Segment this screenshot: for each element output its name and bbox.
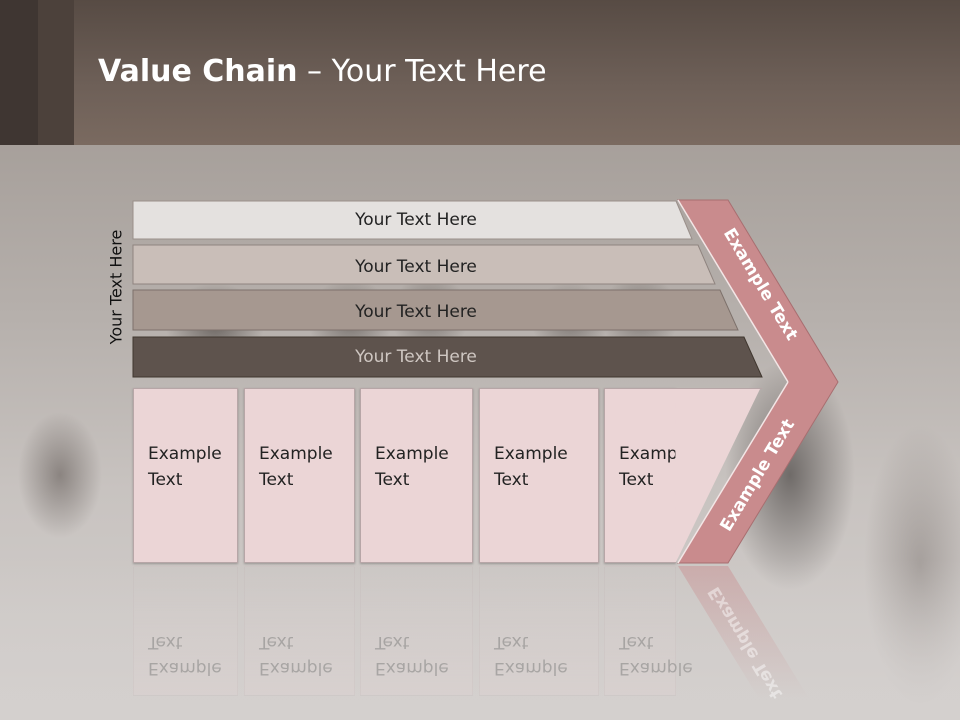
box-reflection-3-label: Example Text [375,632,449,678]
bar-2-label: Your Text Here [354,257,477,277]
bar-4-label: Your Text Here [354,347,477,367]
box-reflection-4: Example Text [479,566,599,696]
header-accent-strip-2 [38,0,74,145]
activity-box-1-label: Example Text [148,444,222,490]
activity-box-5-label: Example Text [619,444,693,490]
box-reflection-1: Example Text [133,566,238,696]
header-band: Value Chain – Your Text Here [0,0,960,145]
slide-title[interactable]: Value Chain – Your Text Here [98,54,547,94]
bar-2[interactable] [132,244,716,285]
activity-box-2[interactable]: Example Text [244,388,355,563]
box-reflection-2: Example Text [244,566,355,696]
box-reflection-2-label: Example Text [259,632,333,678]
bar-1[interactable] [132,200,693,240]
box-reflection-3: Example Text [360,566,473,696]
box-reflection-5-label: Example Text [619,632,693,678]
activity-box-3-label: Example Text [375,444,449,490]
bar-4[interactable] [132,336,763,378]
chevron-reflection [678,566,808,697]
activity-box-5[interactable]: Example Text [604,388,693,563]
chevron-inner-edge [677,199,789,383]
activity-box-1[interactable]: Example Text [133,388,238,563]
activity-box-4-label: Example Text [494,444,568,490]
bar-3-label: Your Text Here [354,302,477,322]
bar-3[interactable] [132,289,739,331]
activity-box-2-label: Example Text [259,444,333,490]
activity-box-3[interactable]: Example Text [360,388,473,563]
box-reflection-4-label: Example Text [494,632,568,678]
activity-box-4[interactable]: Example Text [479,388,599,563]
title-rest: – Your Text Here [297,54,547,89]
title-bold: Value Chain [98,54,298,89]
header-accent-strip [0,0,38,145]
box-reflection-5: Example Text [604,566,693,696]
bar-1-label: Your Text Here [354,210,477,230]
box-reflection-1-label: Example Text [148,632,222,678]
